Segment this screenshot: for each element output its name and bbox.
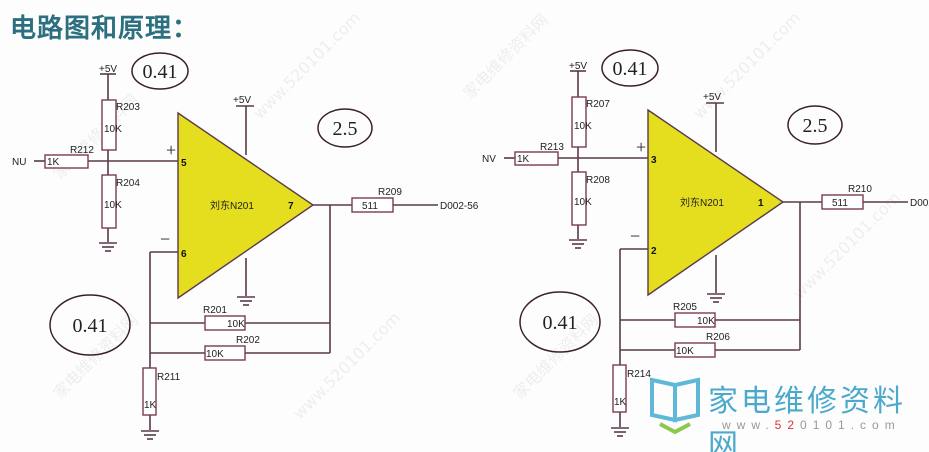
resistor-value: 1K — [517, 154, 530, 165]
resistor-ref: R211 — [157, 372, 181, 383]
ground-symbol — [99, 242, 117, 252]
pin-plus: 3 — [651, 155, 657, 166]
pin-minus: 6 — [181, 249, 187, 260]
voltage-plus: 0.41 — [143, 61, 178, 83]
opamp-triangle — [647, 108, 785, 297]
voltage-circle — [787, 105, 843, 145]
logo-url: www.520101.com — [722, 418, 901, 432]
resistor-input — [514, 151, 559, 166]
input-label: NU — [12, 157, 26, 168]
ground-symbol — [707, 293, 725, 303]
opamp-circuit-1: +5V+5VR20310KR20410KNUR2121K+−567刘东N201R… — [12, 52, 479, 440]
pin-output: 7 — [288, 201, 294, 212]
output-label: D002-56 — [440, 201, 479, 212]
resistor-ground — [612, 364, 627, 413]
resistor-ref: R207 — [586, 99, 610, 110]
voltage-minus: 0.41 — [73, 315, 108, 337]
resistor-value: 10K — [676, 346, 694, 357]
ground-symbol — [569, 239, 587, 249]
resistor-feedback-1 — [674, 312, 716, 328]
voltage-circle — [601, 49, 659, 87]
pin-output: 1 — [758, 198, 764, 209]
page-title: 电路图和原理： — [10, 14, 200, 44]
resistor-ref: R209 — [378, 187, 402, 198]
wires — [34, 73, 438, 430]
supply-label: +5V — [569, 61, 587, 72]
resistor-ref: R203 — [116, 102, 140, 113]
resistor-ground — [142, 367, 157, 416]
logo-url-prefix: www. — [722, 418, 775, 432]
opamp-label: 刘东N201 — [210, 199, 254, 212]
resistor-ref: R214 — [627, 369, 651, 380]
resistor-value: 10K — [227, 319, 245, 330]
resistor-ref: R205 — [673, 302, 697, 313]
resistor-ref: R206 — [706, 332, 730, 343]
opamp-supply-label: +5V — [703, 92, 721, 103]
minus-sign: − — [630, 226, 640, 246]
resistor-top — [571, 96, 587, 148]
logo-url-red: 52 — [774, 418, 801, 432]
opamp-triangle — [177, 111, 315, 300]
opamp-label: 刘东N201 — [680, 196, 724, 209]
output-label: D002-1 — [910, 198, 929, 209]
voltage-circle — [519, 291, 601, 353]
voltage-circle — [131, 52, 189, 90]
minus-sign: − — [160, 229, 170, 249]
resistor-ref: R201 — [203, 305, 227, 316]
ground-symbol — [611, 427, 629, 437]
plus-sign: + — [636, 137, 646, 157]
resistor-value: 1K — [47, 157, 60, 168]
pin-plus: 5 — [181, 158, 187, 169]
voltage-minus: 0.41 — [543, 312, 578, 334]
ground-symbol — [141, 430, 159, 440]
resistor-bottom — [101, 174, 117, 229]
resistor-feedback-2 — [674, 342, 716, 358]
resistor-top — [101, 99, 117, 151]
voltage-output: 2.5 — [333, 118, 358, 140]
resistor-value: 1K — [144, 400, 157, 411]
resistor-ref: R213 — [540, 142, 564, 153]
resistor-value: 10K — [206, 349, 224, 360]
resistor-value: 10K — [104, 124, 122, 135]
resistor-value: 10K — [574, 197, 592, 208]
opamp-supply-label: +5V — [233, 95, 251, 106]
resistor-value: 10K — [574, 121, 592, 132]
resistor-feedback-2 — [204, 345, 246, 361]
logo-text: 家电维修资料网 — [708, 384, 906, 452]
logo-url-rest: 0101.com — [800, 418, 901, 432]
resistor-ref: R212 — [70, 145, 94, 156]
resistor-bottom — [571, 171, 587, 226]
ground-symbol — [237, 296, 255, 306]
input-label: NV — [482, 154, 496, 165]
resistor-input — [44, 154, 89, 169]
resistor-ref: R202 — [236, 335, 260, 346]
resistor-ref: R204 — [116, 178, 140, 189]
plus-sign: + — [166, 140, 176, 160]
voltage-output: 2.5 — [803, 115, 828, 137]
resistor-ref: R210 — [848, 184, 872, 195]
resistor-value: 10K — [697, 316, 715, 327]
resistor-feedback-1 — [204, 315, 246, 331]
resistor-ref: R208 — [586, 175, 610, 186]
resistor-value: 511 — [362, 201, 378, 212]
opamp-circuit-2: +5V+5VR20710KR20810KNVR2131K+−321刘东N201R… — [482, 49, 929, 437]
pin-minus: 2 — [651, 246, 657, 257]
resistor-value: 10K — [104, 200, 122, 211]
resistor-value: 1K — [614, 397, 627, 408]
resistor-value: 511 — [832, 198, 848, 209]
voltage-circle — [317, 108, 373, 148]
wires — [504, 70, 908, 427]
supply-label: +5V — [99, 64, 117, 75]
voltage-circle — [49, 294, 131, 356]
voltage-plus: 0.41 — [613, 58, 648, 80]
resistor-output — [821, 194, 864, 210]
resistor-output — [351, 197, 394, 213]
